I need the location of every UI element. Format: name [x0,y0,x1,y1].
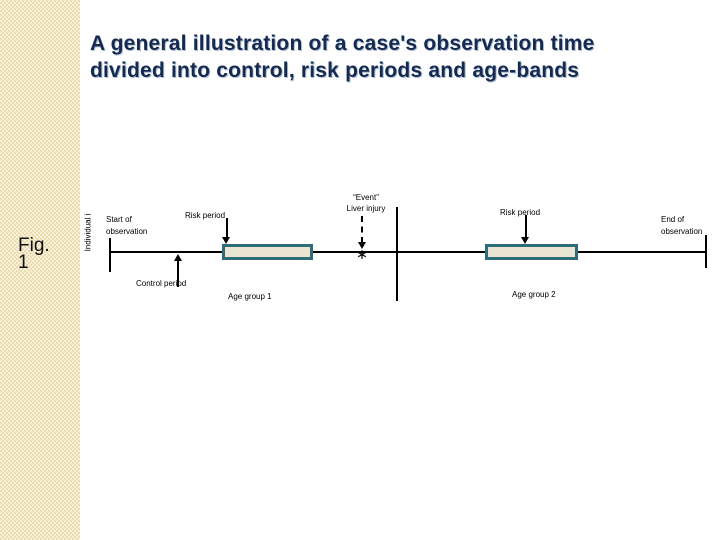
figure-label: Fig. 1 [18,235,50,273]
end-of-observation-line2: observation [661,227,703,236]
control-arrow-shaft [177,260,179,287]
start-tick [109,238,111,272]
event-label: “Event” Liver injury [336,192,396,214]
risk-arrow-2-shaft [525,215,527,238]
event-label-line2: Liver injury [346,204,386,213]
risk-arrow-2-head [521,237,529,244]
event-arrow-head [358,242,366,249]
risk-period-label-1: Risk period [185,211,226,220]
risk-arrow-1-shaft [226,218,228,238]
start-of-observation-line2: observation [106,227,148,236]
event-arrow-dashed-shaft [361,216,363,243]
age-group-1-label: Age group 1 [228,292,272,301]
age-band-divider [396,207,398,301]
end-of-observation-line1: End of [661,215,685,224]
figure-number: 1 [18,252,29,273]
sidebar-pattern [0,0,80,540]
timeline [109,251,707,253]
age-group-2-label: Age group 2 [512,290,556,299]
slide-title-line2: divided into control, risk periods and a… [90,59,580,82]
slide-title: A general illustration of a case's obser… [90,30,705,84]
control-arrow-head [174,254,182,261]
risk-period-box-1 [222,244,313,260]
individual-axis-label: Individual i [83,213,93,252]
event-marker-star: ∗ [356,246,368,262]
figure-label-text: Fig. [18,235,50,256]
risk-period-label-2: Risk period [500,208,541,217]
risk-period-box-2 [485,244,578,260]
start-of-observation-line1: Start of [106,215,132,224]
risk-arrow-1-head [222,237,230,244]
slide-title-line1: A general illustration of a case's obser… [90,32,595,55]
event-label-line1: “Event” [353,193,379,202]
start-of-observation-label: Start of observation [106,214,147,238]
control-period-label: Control period [136,279,187,288]
end-tick [705,235,707,268]
end-of-observation-label: End of observation [661,214,702,238]
